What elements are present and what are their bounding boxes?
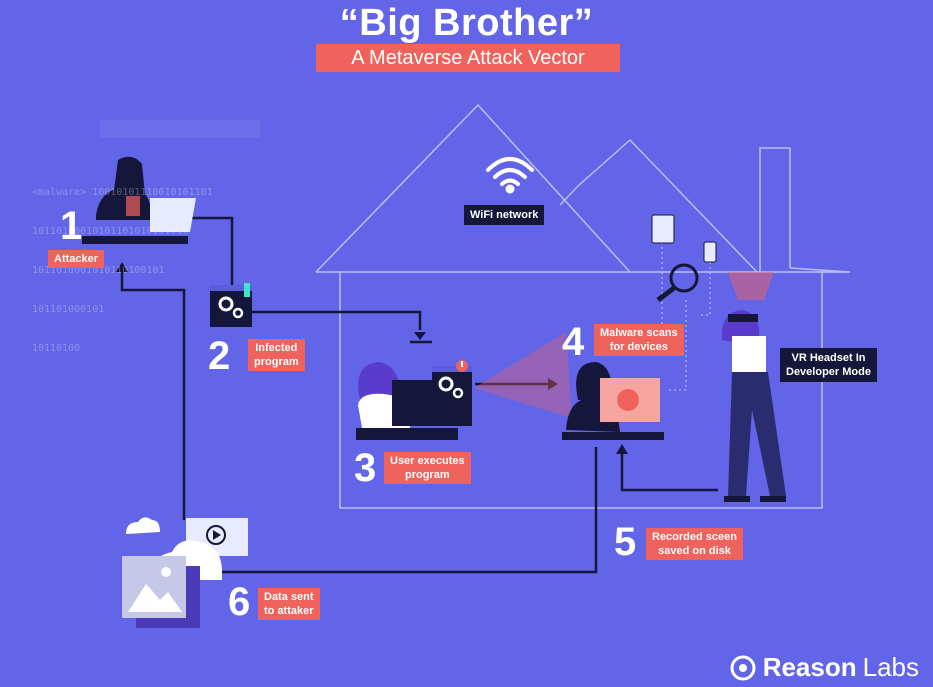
binary-line: 101101000101 <box>32 304 105 315</box>
page-subtitle: A Metaverse Attack Vector <box>316 44 620 72</box>
vr-label-line: Developer Mode <box>786 366 871 378</box>
line-malware-to-cloud <box>184 447 598 574</box>
vr-beam <box>728 272 774 300</box>
page-title: “Big Brother” <box>339 2 594 44</box>
step-4-label: Malware scans for devices <box>594 324 684 356</box>
house-roof <box>315 103 631 273</box>
binary-line: 1011010001010110100101 <box>32 265 165 276</box>
brand-mark-icon <box>730 655 756 680</box>
step-5-label-line: saved on disk <box>658 545 731 557</box>
infected-program-window <box>210 283 252 327</box>
step-3-label-line: program <box>404 469 450 481</box>
house-roof-right <box>559 138 791 273</box>
malware-figure <box>562 362 664 440</box>
arrow-down <box>414 332 426 340</box>
brand-reason: Reason <box>762 652 857 682</box>
step-1-label-text: Attacker <box>54 253 99 265</box>
step-3-label: User executes program <box>384 452 471 484</box>
line-program-to-house <box>252 310 422 330</box>
phone-device <box>703 241 717 263</box>
step-1-number: 1 <box>60 204 83 248</box>
tablet-device <box>651 214 675 244</box>
step-2-label-line: Infected <box>255 342 298 354</box>
magnifier-icon <box>656 263 699 302</box>
vr-headset-label: VR Headset In Developer Mode <box>780 348 877 382</box>
flow-lines <box>120 216 718 574</box>
binary-text: <malware> 10010101110010101101 101101000… <box>32 160 213 368</box>
line-vr-to-screen <box>620 452 718 492</box>
binary-line: 10110100 <box>32 343 81 354</box>
scan-dotted-lines <box>660 242 711 391</box>
step-2-label-line: program <box>254 356 299 368</box>
binary-highlight <box>100 120 260 138</box>
wifi-icon <box>486 157 534 194</box>
step-4-number: 4 <box>562 320 585 364</box>
arrow-right <box>548 378 558 390</box>
line-attacker-to-program <box>190 216 234 285</box>
line-data-to-attacker <box>120 268 186 520</box>
binary-line: <malware> 10010101110010101101 <box>32 187 213 198</box>
step-3-number: 3 <box>354 446 377 490</box>
executed-program-window <box>432 360 472 406</box>
attacker-figure <box>82 156 196 244</box>
arrow-up-attacker <box>116 262 128 272</box>
cloud-media-group <box>122 517 248 628</box>
step-4-label-line: Malware scans <box>600 327 678 339</box>
step-5-label: Recorded sceen saved on disk <box>646 528 743 560</box>
step-6-number: 6 <box>228 580 251 624</box>
step-6-label-line: to attaker <box>264 605 314 617</box>
vr-label-line: VR Headset In <box>791 352 866 364</box>
step-2-label: Infected program <box>248 339 305 371</box>
malware-beam <box>474 332 572 418</box>
step-6-label: Data sent to attaker <box>258 588 320 620</box>
step-2-number: 2 <box>208 334 231 378</box>
wifi-label: WiFi network <box>464 205 545 225</box>
house-walls <box>339 271 823 509</box>
brand-labs: Labs <box>862 652 919 682</box>
arrowheads <box>116 262 628 454</box>
step-3-label-line: User executes <box>390 455 465 467</box>
step-6-label-line: Data sent <box>264 591 314 603</box>
step-5-label-line: Recorded sceen <box>652 531 737 543</box>
step-1-label: Attacker <box>48 250 105 268</box>
house-outline <box>315 103 851 509</box>
binary-line: 10110100010101101010101010 <box>32 226 189 237</box>
step-4-label-line: for devices <box>609 341 668 353</box>
arrow-up-screen <box>616 444 628 454</box>
vr-user-figure <box>721 310 786 502</box>
step-5-number: 5 <box>614 520 637 564</box>
